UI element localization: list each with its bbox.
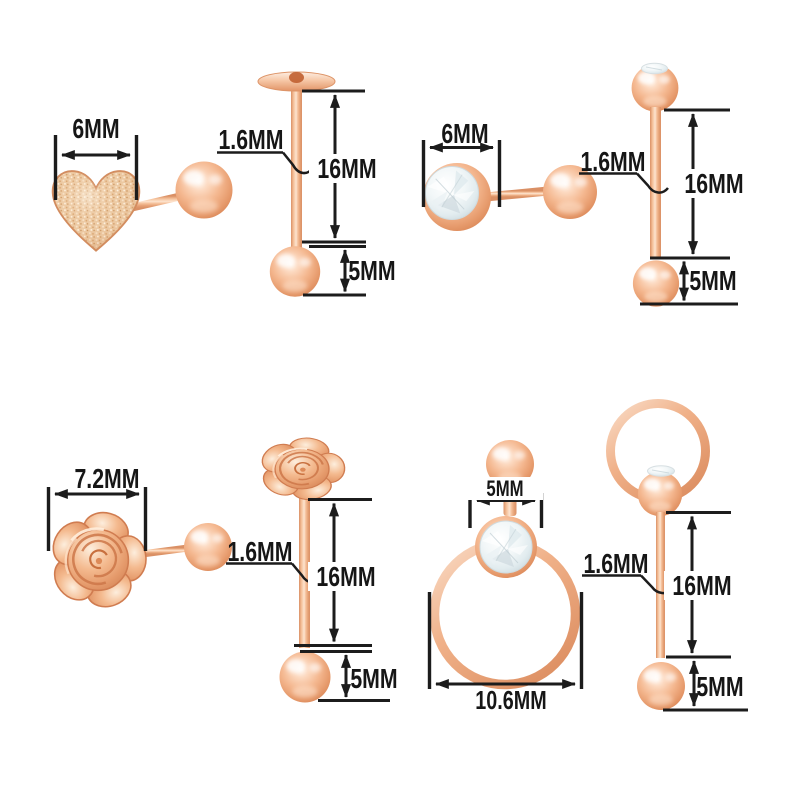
q4-length-label: 16MM	[664, 571, 740, 600]
crystal-stud-image	[423, 163, 597, 231]
heart-stud-image	[51, 162, 233, 252]
q4-ring-label: 10.6MM	[475, 685, 547, 715]
q3-measurements	[46, 487, 390, 702]
q2-width-label: 6MM	[441, 118, 489, 149]
ring-barbell-image	[606, 399, 710, 711]
rose-barbell-image	[254, 433, 347, 703]
rose-top-icon	[254, 433, 347, 505]
rose-flower-icon	[43, 506, 149, 615]
q1-gauge-label: 1.6MM	[218, 124, 284, 155]
q2-ball-label: 5MM	[689, 265, 737, 296]
q2-gauge-label: 1.6MM	[580, 146, 646, 177]
q3-width-label: 7.2MM	[74, 463, 140, 494]
q1-ball-label: 5MM	[348, 255, 396, 286]
labret-barbell-image	[257, 71, 336, 297]
glitter-heart-icon	[51, 170, 141, 252]
q1-length-label: 16MM	[309, 154, 385, 183]
q4-gauge-label: 1.6MM	[583, 548, 649, 579]
q1-width-label: 6MM	[72, 113, 120, 144]
q1-measurements	[53, 89, 366, 297]
q3-ball-label: 5MM	[350, 663, 398, 694]
q4-bead-label: 5MM	[467, 477, 543, 500]
crystal-gem-icon	[424, 165, 480, 221]
q3-gauge-label: 1.6MM	[227, 536, 293, 567]
q3-length-label: 16MM	[308, 562, 384, 591]
q4-ball-label: 5MM	[696, 671, 744, 702]
crystal-gem-icon	[479, 520, 533, 574]
crystal-barbell-image	[632, 62, 680, 306]
rose-stud-image	[43, 506, 232, 615]
q2-length-label: 16MM	[676, 169, 752, 198]
